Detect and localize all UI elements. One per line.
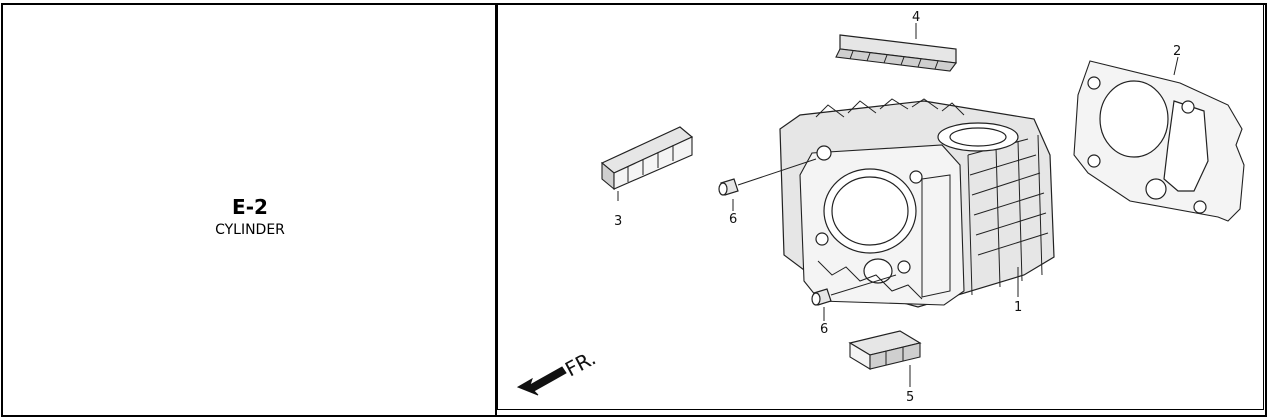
part-1-cylinder-body [779, 98, 1055, 308]
part-6-dowel-pin-upper [718, 158, 817, 196]
front-marker-label: FR. [561, 346, 600, 382]
section-name: CYLINDER [215, 222, 285, 238]
part-2-cylinder-gasket [1073, 60, 1245, 222]
callout-6-upper: 6 [729, 212, 737, 227]
part-3-fin-guide [600, 126, 694, 191]
exploded-parts-diagram: 4 2 3 6 6 1 5 FR. [497, 4, 1264, 410]
callout-4: 4 [912, 10, 920, 25]
callout-5: 5 [906, 390, 914, 405]
callout-6-lower: 6 [820, 322, 828, 337]
part-4-fin-guide [835, 34, 958, 72]
section-title-panel: E-2 CYLINDER [3, 5, 497, 415]
callout-3: 3 [614, 214, 622, 229]
callout-2: 2 [1173, 44, 1181, 59]
part-6-dowel-pin-lower [811, 274, 897, 306]
section-code: E-2 [232, 195, 268, 219]
front-direction-arrow [516, 366, 567, 396]
part-5-fin-guide [848, 330, 922, 370]
page-frame: E-2 CYLINDER [1, 3, 1267, 417]
callout-1: 1 [1014, 300, 1022, 315]
